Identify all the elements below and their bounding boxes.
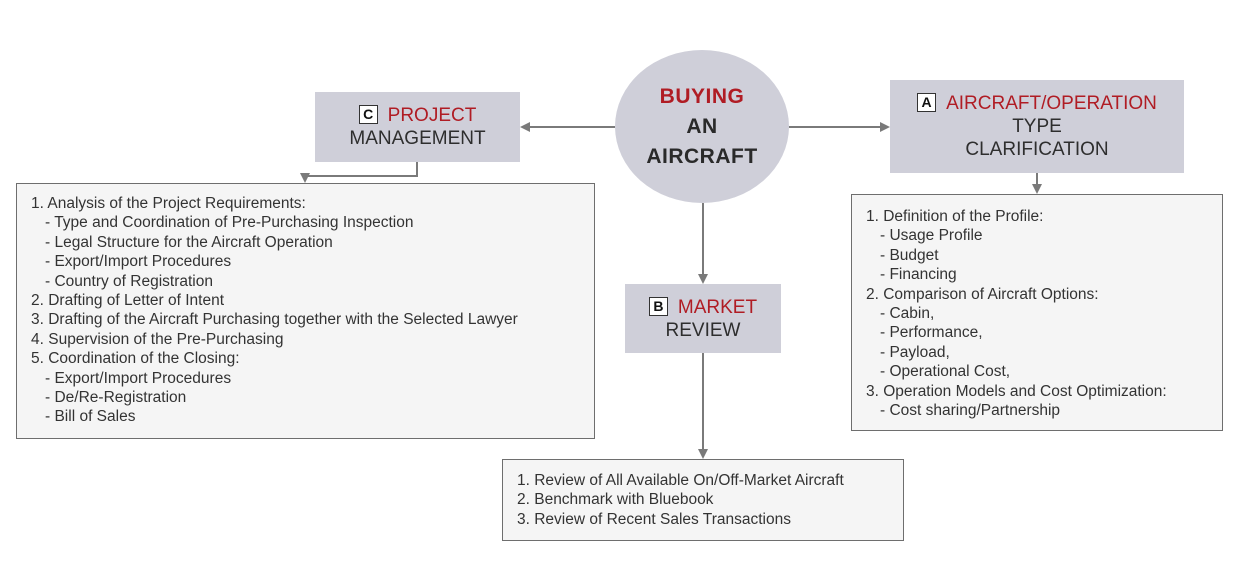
center-line-3: AIRCRAFT bbox=[646, 144, 758, 168]
aircraft-operation-title-type: TYPE bbox=[1012, 116, 1062, 137]
list-item: - Type and Coordination of Pre-Purchasin… bbox=[45, 214, 414, 232]
list-item: - Budget bbox=[880, 246, 939, 264]
project-management-details: 1. Analysis of the Project Requirements:… bbox=[16, 183, 595, 439]
list-item: 3. Drafting of the Aircraft Purchasing t… bbox=[31, 311, 518, 329]
list-item: - Payload, bbox=[880, 343, 950, 361]
aircraft-operation-header: A AIRCRAFT/OPERATION TYPE CLARIFICATION bbox=[890, 80, 1184, 173]
list-item: 2. Comparison of Aircraft Options: bbox=[866, 285, 1099, 303]
aircraft-operation-title-accent: AIRCRAFT/OPERATION bbox=[946, 93, 1157, 114]
list-item: 1. Definition of the Profile: bbox=[866, 208, 1044, 225]
list-item: - Cost sharing/Partnership bbox=[880, 402, 1061, 420]
aircraft-operation-title-clarification: CLARIFICATION bbox=[965, 139, 1109, 160]
list-item: - Financing bbox=[880, 266, 957, 284]
market-review-title-accent: MARKET bbox=[677, 296, 758, 318]
list-item: - Usage Profile bbox=[880, 227, 983, 245]
section-letter-a: A bbox=[917, 93, 937, 112]
aircraft-operation-list: 1. Definition of the Profile: - Usage Pro… bbox=[866, 207, 1212, 420]
project-management-list: 1. Analysis of the Project Requirements:… bbox=[31, 194, 584, 427]
center-line-2: AN bbox=[686, 114, 718, 138]
list-item: - De/Re-Registration bbox=[45, 389, 187, 407]
center-line-1: BUYING bbox=[659, 84, 745, 108]
list-item: - Export/Import Procedures bbox=[45, 369, 232, 387]
center-node-buying-an-aircraft: BUYING AN AIRCRAFT bbox=[615, 50, 789, 203]
list-item: 5. Coordination of the Closing: bbox=[31, 350, 240, 368]
list-item: 4. Supervision of the Pre-Purchasing bbox=[31, 330, 284, 348]
list-item: - Performance, bbox=[880, 324, 983, 342]
list-item: 3. Review of Recent Sales Transactions bbox=[517, 510, 791, 528]
arrow-project-management-to-details bbox=[300, 162, 418, 183]
aircraft-operation-details: 1. Definition of the Profile: - Usage Pro… bbox=[851, 194, 1223, 431]
list-item: - Country of Registration bbox=[45, 272, 213, 290]
section-letter-b: B bbox=[648, 296, 668, 316]
list-item: - Bill of Sales bbox=[45, 408, 136, 426]
section-letter-c: C bbox=[358, 105, 378, 124]
project-management-title-accent: PROJECT bbox=[387, 105, 477, 126]
list-item: 2. Benchmark with Bluebook bbox=[517, 491, 714, 509]
market-review-title-rest: REVIEW bbox=[665, 319, 741, 341]
market-review-list: 1. Review of All Available On/Off-Market… bbox=[517, 471, 893, 529]
list-item: - Legal Structure for the Aircraft Opera… bbox=[45, 233, 333, 251]
market-review-header: B MARKET REVIEW bbox=[625, 284, 781, 353]
project-management-title-rest: MANAGEMENT bbox=[349, 128, 486, 149]
list-item: - Operational Cost, bbox=[880, 363, 1011, 381]
list-item: 2. Drafting of Letter of Intent bbox=[31, 292, 225, 310]
market-review-details: 1. Review of All Available On/Off-Market… bbox=[502, 459, 904, 541]
project-management-header: C PROJECT MANAGEMENT bbox=[315, 92, 520, 162]
list-item: - Cabin, bbox=[880, 305, 935, 323]
list-item: 1. Review of All Available On/Off-Market… bbox=[517, 472, 844, 489]
list-item: 1. Analysis of the Project Requirements: bbox=[31, 195, 306, 212]
list-item: 3. Operation Models and Cost Optimizatio… bbox=[866, 382, 1167, 400]
list-item: - Export/Import Procedures bbox=[45, 253, 232, 271]
